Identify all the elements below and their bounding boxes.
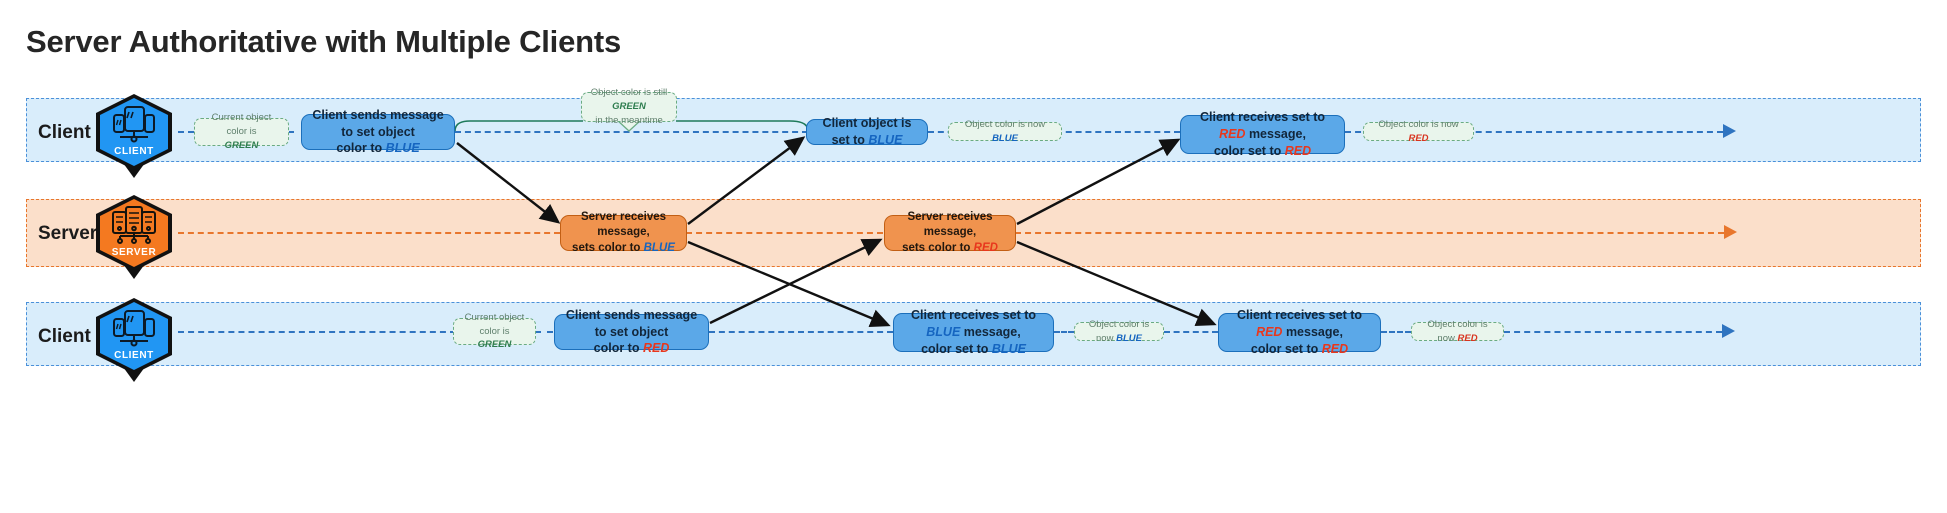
keyword-blue: BLUE bbox=[643, 241, 675, 254]
note-client2-initial-color: Current object color is GREEN bbox=[453, 312, 536, 350]
lifeline-client1-arrowhead bbox=[1723, 124, 1736, 138]
keyword-blue: BLUE bbox=[992, 132, 1018, 144]
node-line-1: Client sends message to set object bbox=[565, 307, 698, 339]
node-client1-send-blue[interactable]: Client sends message to set object color… bbox=[301, 108, 455, 155]
keyword-blue: BLUE bbox=[1116, 332, 1142, 344]
client-workstation-icon bbox=[96, 298, 172, 374]
note-line-1: Current object color is bbox=[211, 112, 272, 138]
node-line-2-prefix: color to bbox=[336, 141, 386, 156]
actor-caption-server: SERVER bbox=[111, 247, 157, 258]
keyword-red: RED bbox=[1321, 341, 1349, 356]
lifeline-client2-seg6 bbox=[1381, 331, 1411, 333]
node-line-1-prefix: Client receives set to bbox=[1236, 308, 1363, 323]
lane-label-client2: Client 2 bbox=[38, 326, 107, 347]
actor-badge-client2: CLIENT bbox=[96, 298, 172, 382]
node-line-1-suffix: message, bbox=[1282, 325, 1343, 340]
lifeline-server-seg1 bbox=[178, 232, 560, 234]
server-rack-icon bbox=[96, 195, 172, 271]
lane-label-server: Server bbox=[38, 223, 98, 244]
note-line-2: GREEN bbox=[224, 139, 259, 151]
lifeline-client1-seg4 bbox=[1345, 131, 1723, 133]
node-line-2-prefix: color set to bbox=[921, 341, 992, 356]
node-line-1: Client sends message to set object bbox=[312, 107, 444, 139]
node-server-receive-red[interactable]: Server receives message, sets color to R… bbox=[884, 211, 1016, 254]
page-title: Server Authoritative with Multiple Clien… bbox=[26, 24, 622, 59]
actor-badge-client1: CLIENT bbox=[96, 94, 172, 178]
note-client1-now-red: Object color is now RED bbox=[1363, 118, 1474, 144]
node-client2-send-red[interactable]: Client sends message to set object color… bbox=[554, 308, 709, 355]
node-line-2-prefix: color set to bbox=[1250, 341, 1322, 356]
note-line-2: GREEN bbox=[477, 339, 512, 351]
node-client2-receive-blue[interactable]: Client receives set to BLUE message, col… bbox=[893, 308, 1054, 356]
lifeline-client1-seg2 bbox=[455, 131, 808, 133]
note-text-prefix: Object color is now bbox=[1427, 318, 1488, 344]
note-line-1: Current object color is bbox=[464, 311, 525, 337]
lifeline-client2-seg2 bbox=[535, 331, 553, 333]
lane-label-client1: Client 1 bbox=[38, 122, 107, 143]
node-line-1-suffix: message, bbox=[1245, 127, 1306, 142]
lifeline-server-seg3 bbox=[1015, 232, 1724, 234]
note-client1-meantime-green: Object color is still GREEN in the meant… bbox=[581, 87, 677, 126]
actor-caption-client1: CLIENT bbox=[114, 146, 154, 157]
node-line-2-prefix: color set to bbox=[1213, 143, 1285, 158]
node-line-1: Server receives message, bbox=[580, 210, 667, 239]
node-client1-object-set-blue[interactable]: Client object is set to BLUE bbox=[806, 116, 928, 147]
lifeline-client2-seg4 bbox=[1054, 331, 1074, 333]
keyword-red: RED bbox=[1457, 332, 1478, 344]
node-line-2-prefix: color to bbox=[593, 341, 643, 356]
node-line-2-prefix: sets color to bbox=[902, 241, 974, 254]
keyword-red: RED bbox=[1256, 325, 1283, 340]
keyword-red: RED bbox=[642, 341, 670, 356]
actor-badge-server: SERVER bbox=[96, 195, 172, 279]
lifeline-client2-arrowhead bbox=[1722, 324, 1735, 338]
client-workstation-glyph bbox=[113, 310, 155, 347]
note-client1-now-blue: Object color is now BLUE bbox=[948, 118, 1062, 144]
actor-caption-client2: CLIENT bbox=[114, 350, 154, 361]
node-line-1-prefix: Client receives set to bbox=[910, 308, 1037, 323]
note-client2-now-red: Object color is now RED bbox=[1411, 318, 1504, 344]
lifeline-client2-seg5 bbox=[1164, 331, 1218, 333]
node-client2-receive-red[interactable]: Client receives set to RED message, colo… bbox=[1218, 308, 1381, 356]
lifeline-server-seg2 bbox=[686, 232, 883, 234]
keyword-blue: BLUE bbox=[385, 141, 420, 156]
note-client1-initial-color: Current object color is GREEN bbox=[194, 112, 289, 151]
server-rack-glyph bbox=[112, 206, 156, 244]
node-line-1: Server receives message, bbox=[907, 210, 993, 239]
bubble-line-2: in the meantime bbox=[595, 114, 663, 126]
node-line-1-suffix: message, bbox=[960, 325, 1021, 340]
keyword-blue: BLUE bbox=[868, 133, 903, 147]
keyword-red: RED bbox=[1284, 143, 1312, 158]
node-line-1-prefix: Client receives set to bbox=[1199, 110, 1326, 125]
node-line-2-prefix: sets color to bbox=[572, 241, 644, 254]
note-text-prefix: Object color is now bbox=[964, 118, 1046, 130]
keyword-red: RED bbox=[1408, 132, 1429, 144]
lifeline-server-arrowhead bbox=[1724, 225, 1737, 239]
client-workstation-glyph bbox=[113, 106, 155, 143]
keyword-red: RED bbox=[1219, 127, 1246, 142]
client-workstation-icon bbox=[96, 94, 172, 170]
lifeline-client2-seg3 bbox=[709, 331, 893, 333]
lifeline-client2-seg7 bbox=[1504, 331, 1722, 333]
keyword-blue: BLUE bbox=[926, 325, 961, 340]
bubble-line-1-prefix: Object color is still bbox=[590, 87, 668, 99]
node-client1-receive-red[interactable]: Client receives set to RED message, colo… bbox=[1180, 110, 1345, 158]
keyword-blue: BLUE bbox=[991, 341, 1026, 356]
keyword-red: RED bbox=[973, 241, 998, 254]
lifeline-client2-seg1 bbox=[178, 331, 456, 333]
node-text-prefix: Client object is set to bbox=[822, 116, 912, 147]
keyword-green: GREEN bbox=[612, 101, 646, 113]
note-text-prefix: Object color is now bbox=[1378, 118, 1459, 130]
note-client2-now-blue: Object color is now BLUE bbox=[1074, 319, 1164, 344]
node-server-receive-blue[interactable]: Server receives message, sets color to B… bbox=[560, 211, 687, 254]
